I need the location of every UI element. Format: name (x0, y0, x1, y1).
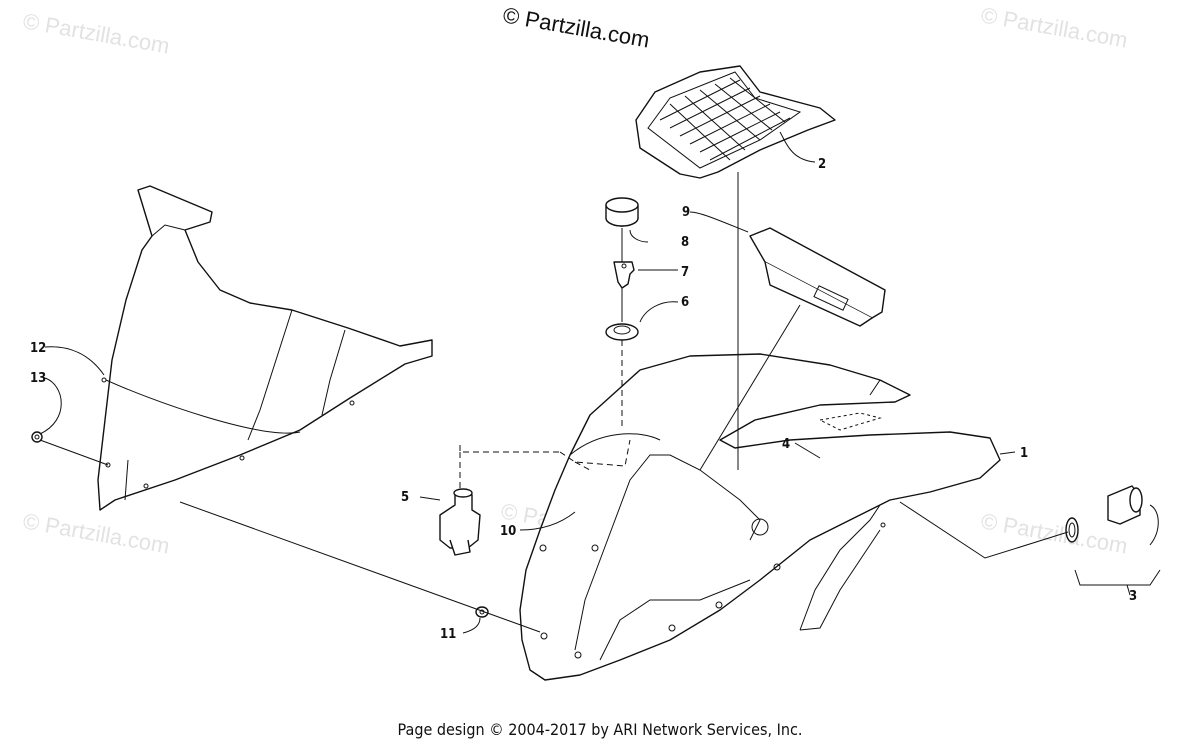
callout-9: 9 (682, 205, 690, 220)
leader-lines (39, 131, 1161, 634)
part-accessory-plug (1065, 485, 1143, 543)
callout-labels: 1 2 3 4 5 6 7 8 9 10 11 12 13 (30, 157, 1137, 642)
part-nut-11 (475, 606, 489, 618)
callout-4: 4 (782, 437, 790, 452)
callout-10: 10 (500, 524, 516, 539)
callout-8: 8 (681, 235, 689, 250)
copyright-footer: Page design © 2004-2017 by ARI Network S… (397, 720, 803, 739)
part-key (613, 261, 635, 289)
watermark-mid-right: © Partzilla.com (979, 508, 1129, 558)
watermark-top-right: © Partzilla.com (979, 2, 1129, 52)
part-hood (519, 353, 1001, 681)
callout-1: 1 (1020, 446, 1028, 461)
callout-2: 2 (818, 157, 826, 172)
watermark-top-left: © Partzilla.com (21, 8, 171, 58)
part-ignition-cap (605, 197, 639, 227)
part-windshield (97, 185, 433, 511)
callout-3: 3 (1129, 589, 1137, 604)
part-ignition-switch (439, 488, 481, 556)
callout-11: 11 (440, 627, 456, 642)
callout-12: 12 (30, 341, 46, 356)
part-storage-net (635, 65, 836, 179)
part-display-module (749, 227, 886, 327)
callout-13: 13 (30, 371, 46, 386)
part-screw-13 (31, 431, 43, 443)
part-grommet (605, 323, 639, 341)
callout-7: 7 (681, 265, 689, 280)
watermark-mid-left: © Partzilla.com (21, 508, 171, 558)
callout-5: 5 (401, 490, 409, 505)
callout-6: 6 (681, 295, 689, 310)
watermark-main: © Partzilla.com (501, 2, 651, 52)
